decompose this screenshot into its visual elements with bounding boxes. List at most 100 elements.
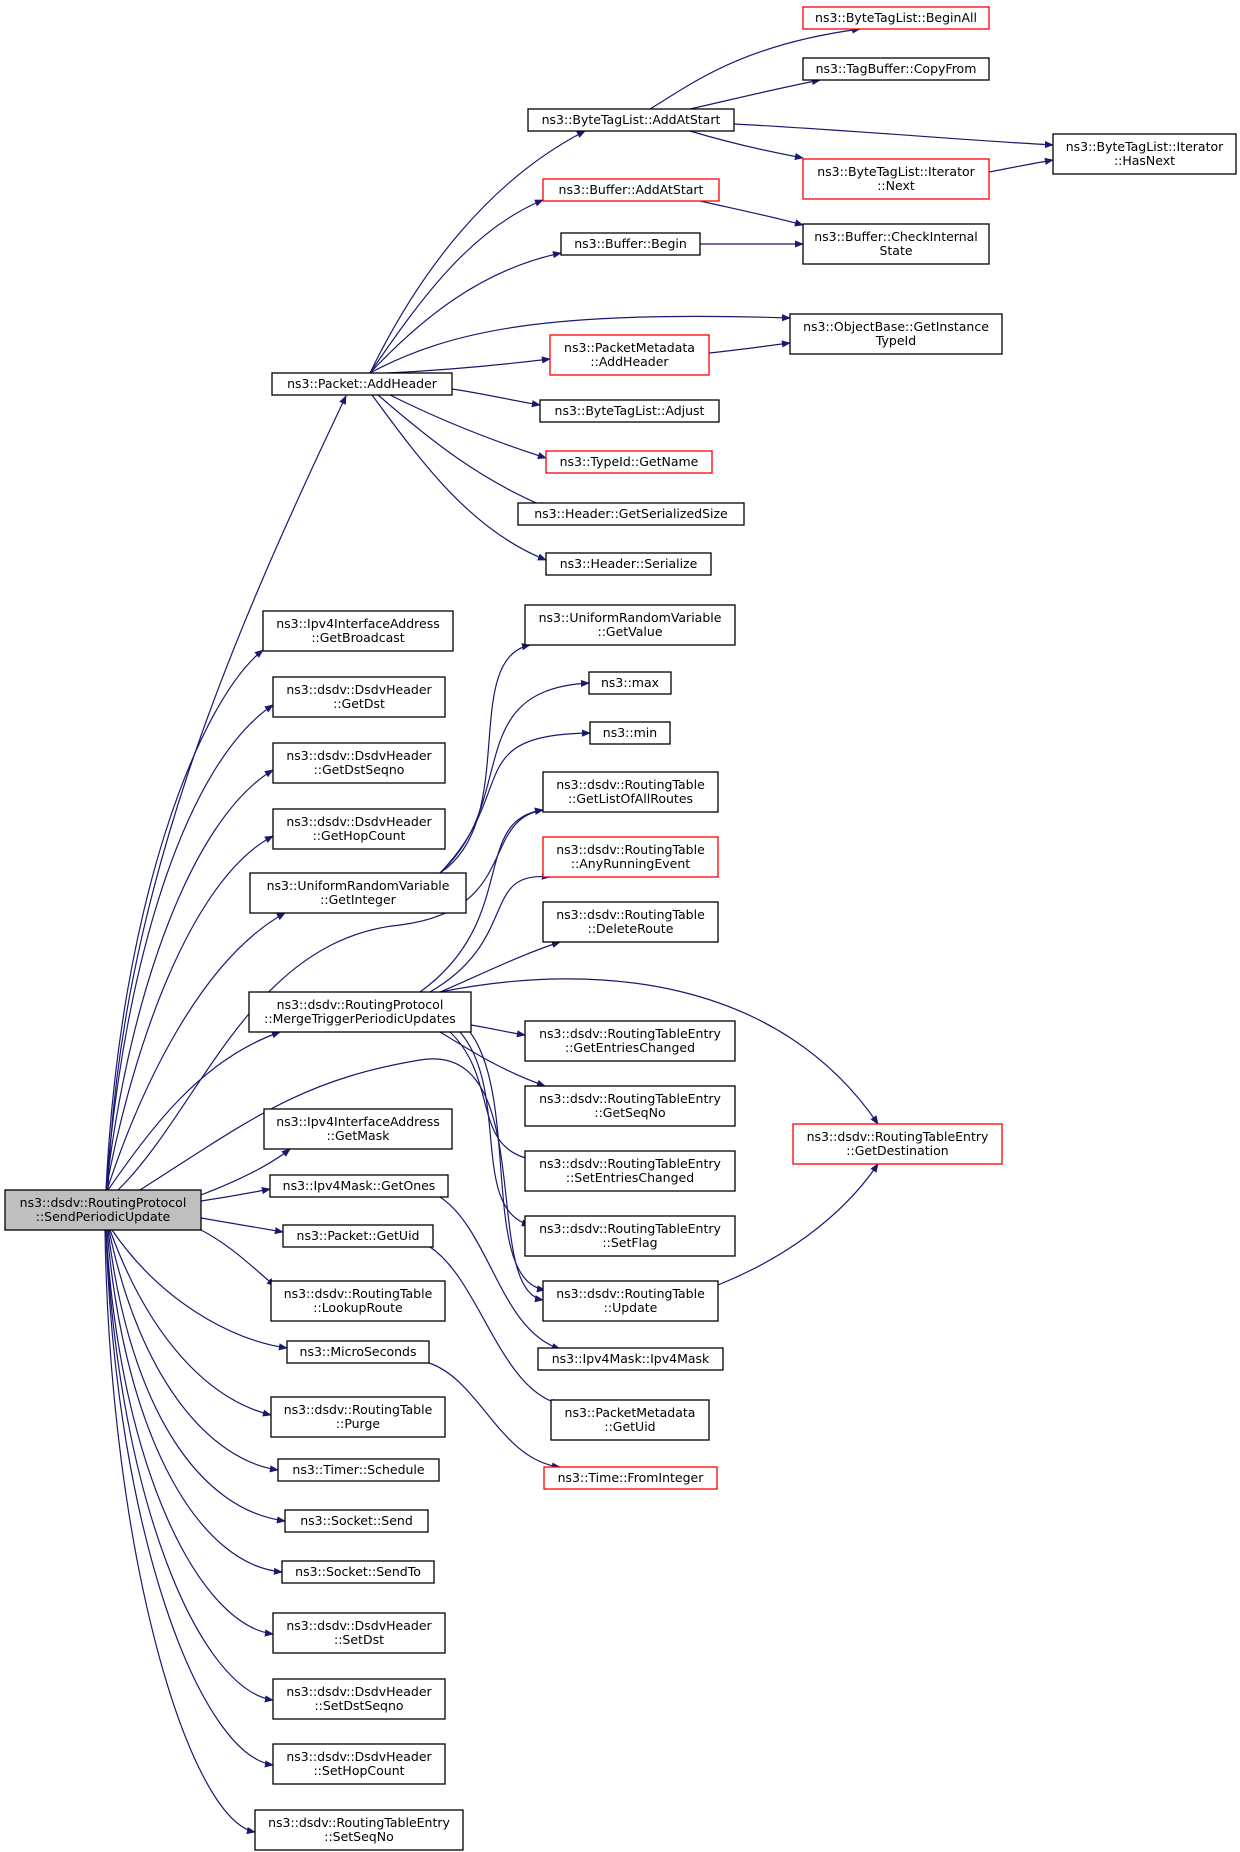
node-box[interactable] [802,223,990,265]
node-box[interactable] [286,1340,430,1364]
node-ns3-dsdv-routingtableentry-setentrieschanged[interactable]: ns3::dsdv::RoutingTableEntry::SetEntries… [524,1150,736,1192]
node-ns3-bytetaglist-iterator-hasnext[interactable]: ns3::ByteTagList::Iterator::HasNext [1052,133,1237,175]
node-ns3-dsdv-routingtableentry-setseqno[interactable]: ns3::dsdv::RoutingTableEntry::SetSeqNo [254,1809,464,1851]
node-box[interactable] [4,1189,202,1231]
node-ns3-ipv4mask-getones[interactable]: ns3::Ipv4Mask::GetOnes [269,1174,449,1198]
node-ns3-packet-getuid[interactable]: ns3::Packet::GetUid [282,1224,434,1248]
node-ns3-dsdv-dsdvheader-gethopcount[interactable]: ns3::dsdv::DsdvHeader::GetHopCount [272,808,446,850]
node-box[interactable] [524,1020,736,1062]
node-ns3-dsdv-routingtable-anyrunningevent[interactable]: ns3::dsdv::RoutingTable::AnyRunningEvent [542,836,719,878]
node-box[interactable] [802,158,990,200]
node-ns3-ipv4mask-ipv4mask[interactable]: ns3::Ipv4Mask::Ipv4Mask [537,1347,724,1371]
node-ns3-socket-sendto[interactable]: ns3::Socket::SendTo [281,1560,435,1584]
node-ns3-socket-send[interactable]: ns3::Socket::Send [284,1509,429,1533]
node-ns3-dsdv-dsdvheader-setdstseqno[interactable]: ns3::dsdv::DsdvHeader::SetDstSeqno [272,1678,446,1720]
node-ns3-buffer-begin[interactable]: ns3::Buffer::Begin [560,232,701,256]
node-box[interactable] [802,57,990,81]
node-ns3-ipv4interfaceaddress-getmask[interactable]: ns3::Ipv4InterfaceAddress::GetMask [263,1108,453,1150]
node-ns3-typeid-getname[interactable]: ns3::TypeId::GetName [545,450,713,474]
node-box[interactable] [560,232,701,256]
node-ns3-min[interactable]: ns3::min [589,721,671,745]
node-box[interactable] [542,901,719,943]
node-box[interactable] [588,671,672,695]
node-box[interactable] [272,808,446,850]
node-ns3-tagbuffer-copyfrom[interactable]: ns3::TagBuffer::CopyFrom [802,57,990,81]
node-ns3-bytetaglist-iterator-next[interactable]: ns3::ByteTagList::Iterator::Next [802,158,990,200]
node-ns3-dsdv-routingtableentry-getseqno[interactable]: ns3::dsdv::RoutingTableEntry::GetSeqNo [524,1085,736,1127]
node-box[interactable] [792,1123,1003,1165]
node-ns3-dsdv-routingtableentry-setflag[interactable]: ns3::dsdv::RoutingTableEntry::SetFlag [524,1215,736,1257]
node-box[interactable] [282,1224,434,1248]
node-box[interactable] [517,502,745,526]
node-box[interactable] [281,1560,435,1584]
node-box[interactable] [249,872,467,914]
node-ns3-bytetaglist-beginall[interactable]: ns3::ByteTagList::BeginAll [802,6,990,30]
node-box[interactable] [542,771,719,813]
node-ns3-packetmetadata-getuid[interactable]: ns3::PacketMetadata::GetUid [550,1399,710,1441]
node-ns3-dsdv-routingtableentry-getentrieschanged[interactable]: ns3::dsdv::RoutingTableEntry::GetEntries… [524,1020,736,1062]
node-ns3-packet-addheader[interactable]: ns3::Packet::AddHeader [271,372,453,396]
node-box[interactable] [263,1108,453,1150]
node-ns3-dsdv-routingtable-purge[interactable]: ns3::dsdv::RoutingTable::Purge [270,1396,446,1438]
node-box[interactable] [527,108,735,132]
node-ns3-dsdv-routingtableentry-getdestination[interactable]: ns3::dsdv::RoutingTableEntry::GetDestina… [792,1123,1003,1165]
node-ns3-dsdv-routingtable-update[interactable]: ns3::dsdv::RoutingTable::Update [542,1280,719,1322]
node-ns3-timer-schedule[interactable]: ns3::Timer::Schedule [277,1458,440,1482]
node-box[interactable] [284,1509,429,1533]
node-box[interactable] [537,1347,724,1371]
node-box[interactable] [539,399,720,423]
node-ns3-dsdv-dsdvheader-setdst[interactable]: ns3::dsdv::DsdvHeader::SetDst [272,1612,446,1654]
node-ns3-dsdv-dsdvheader-getdstseqno[interactable]: ns3::dsdv::DsdvHeader::GetDstSeqno [272,742,446,784]
node-box[interactable] [262,610,454,652]
node-ns3-uniformrandomvariable-getinteger[interactable]: ns3::UniformRandomVariable::GetInteger [249,872,467,914]
node-ns3-header-getserializedsize[interactable]: ns3::Header::GetSerializedSize [517,502,745,526]
node-box[interactable] [542,1280,719,1322]
node-ns3-header-serialize[interactable]: ns3::Header::Serialize [545,552,712,576]
node-ns3-dsdv-routingtable-lookuproute[interactable]: ns3::dsdv::RoutingTable::LookupRoute [270,1280,446,1322]
node-box[interactable] [524,604,736,646]
node-ns3-bytetaglist-adjust[interactable]: ns3::ByteTagList::Adjust [539,399,720,423]
node-ns3-microseconds[interactable]: ns3::MicroSeconds [286,1340,430,1364]
node-ns3-ipv4interfaceaddress-getbroadcast[interactable]: ns3::Ipv4InterfaceAddress::GetBroadcast [262,610,454,652]
node-box[interactable] [589,721,671,745]
node-box[interactable] [524,1150,736,1192]
node-ns3-max[interactable]: ns3::max [588,671,672,695]
node-box[interactable] [248,991,472,1033]
node-box[interactable] [272,1678,446,1720]
node-box[interactable] [272,742,446,784]
node-box[interactable] [542,178,720,202]
node-ns3-dsdv-routingprotocol-sendperiodicupdate[interactable]: ns3::dsdv::RoutingProtocol::SendPeriodic… [4,1189,202,1231]
node-ns3-bytetaglist-addatstart[interactable]: ns3::ByteTagList::AddAtStart [527,108,735,132]
node-box[interactable] [545,552,712,576]
node-box[interactable] [543,1466,718,1490]
node-box[interactable] [524,1215,736,1257]
node-box[interactable] [542,836,719,878]
node-box[interactable] [789,313,1003,355]
node-ns3-dsdv-dsdvheader-sethopcount[interactable]: ns3::dsdv::DsdvHeader::SetHopCount [272,1743,446,1785]
node-box[interactable] [254,1809,464,1851]
node-box[interactable] [272,1612,446,1654]
node-box[interactable] [549,334,710,376]
node-box[interactable] [272,1743,446,1785]
node-box[interactable] [270,1280,446,1322]
node-ns3-dsdv-dsdvheader-getdst[interactable]: ns3::dsdv::DsdvHeader::GetDst [272,676,446,718]
node-box[interactable] [277,1458,440,1482]
node-ns3-dsdv-routingtable-deleteroute[interactable]: ns3::dsdv::RoutingTable::DeleteRoute [542,901,719,943]
node-box[interactable] [271,372,453,396]
node-box[interactable] [550,1399,710,1441]
node-ns3-dsdv-routingprotocol-mergetriggerperiodicupdates[interactable]: ns3::dsdv::RoutingProtocol::MergeTrigger… [248,991,472,1033]
node-box[interactable] [802,6,990,30]
node-ns3-packetmetadata-addheader[interactable]: ns3::PacketMetadata::AddHeader [549,334,710,376]
node-ns3-buffer-addatstart[interactable]: ns3::Buffer::AddAtStart [542,178,720,202]
node-box[interactable] [545,450,713,474]
node-box[interactable] [270,1396,446,1438]
node-ns3-uniformrandomvariable-getvalue[interactable]: ns3::UniformRandomVariable::GetValue [524,604,736,646]
node-ns3-time-frominteger[interactable]: ns3::Time::FromInteger [543,1466,718,1490]
node-box[interactable] [269,1174,449,1198]
node-box[interactable] [524,1085,736,1127]
node-ns3-dsdv-routingtable-getlistofallroutes[interactable]: ns3::dsdv::RoutingTable::GetListOfAllRou… [542,771,719,813]
node-box[interactable] [272,676,446,718]
node-box[interactable] [1052,133,1237,175]
